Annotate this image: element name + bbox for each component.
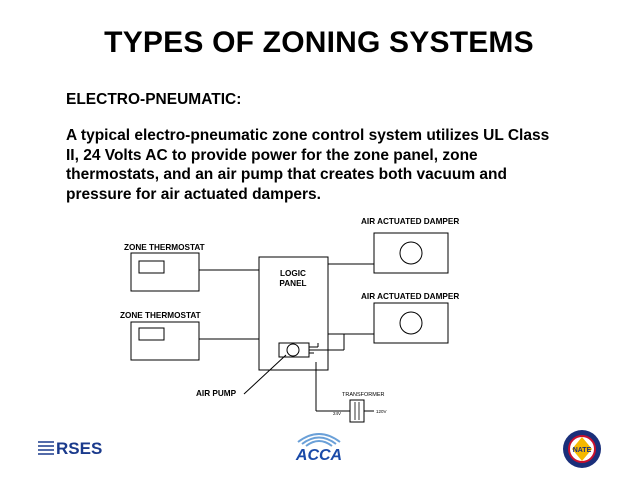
zone-thermostat-1-label: ZONE THERMOSTAT	[124, 243, 205, 252]
nate-logo-text: NATE	[573, 447, 592, 454]
thermostat-1-display	[138, 260, 165, 274]
air-pump-pointer	[243, 354, 287, 395]
thermostat-2-display	[138, 327, 165, 341]
transformer-secondary-label: 24V	[333, 411, 341, 416]
acca-logo: ACCA	[295, 433, 342, 464]
logic-panel-label-2: PANEL	[279, 279, 306, 288]
slide-title: TYPES OF ZONING SYSTEMS	[104, 26, 534, 59]
zone-thermostat-1	[130, 252, 200, 292]
damper-1-label: AIR ACTUATED DAMPER	[361, 217, 459, 226]
logic-panel-label-1: LOGIC	[280, 269, 306, 278]
rses-logo: RSES	[38, 439, 102, 458]
body-line: II, 24 Volts AC to provide power for the…	[66, 146, 478, 164]
transformer	[349, 399, 374, 423]
rses-logo-text: RSES	[56, 439, 102, 458]
damper-2-actuator	[399, 311, 423, 335]
nate-logo: NATE	[563, 430, 601, 468]
slide-body: A typical electro-pneumatic zone control…	[66, 126, 606, 204]
body-line: A typical electro-pneumatic zone control…	[66, 127, 550, 144]
logic-panel	[258, 256, 329, 371]
air-actuated-damper-2	[373, 302, 449, 344]
air-actuated-damper-1	[373, 232, 449, 274]
slide-subtitle: ELECTRO-PNEUMATIC:	[66, 91, 242, 108]
transformer-label: TRANSFORMER	[342, 392, 385, 398]
body-line: thermostats, and an air pump that create…	[66, 166, 507, 183]
transformer-primary-label: 120V	[376, 409, 387, 414]
damper-1-actuator	[399, 241, 423, 265]
damper-2-label: AIR ACTUATED DAMPER	[361, 292, 459, 301]
air-pump	[278, 342, 319, 358]
zone-thermostat-2	[130, 321, 200, 361]
zone-thermostat-2-label: ZONE THERMOSTAT	[120, 311, 201, 320]
body-line: pressure for air actuated dampers.	[66, 185, 321, 203]
air-pump-label: AIR PUMP	[196, 389, 237, 398]
acca-logo-text: ACCA	[295, 447, 342, 464]
